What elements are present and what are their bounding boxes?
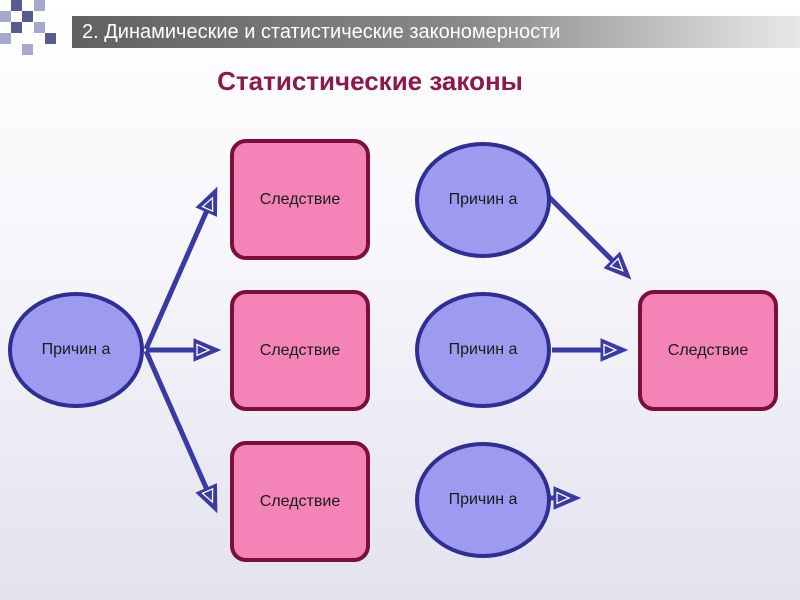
cause-label-right-bottom: Причин а bbox=[448, 491, 518, 508]
arrow-cause-to-effect-top bbox=[143, 186, 218, 351]
effect-label-right: Следствие bbox=[667, 341, 749, 359]
effect-box-middle bbox=[230, 290, 370, 411]
slide-section-title: 2. Динамические и статистические законом… bbox=[82, 21, 561, 43]
cause-ellipse-right-top bbox=[415, 142, 551, 258]
effect-label-top: Следствие bbox=[259, 190, 341, 208]
effect-label-middle: Следствие bbox=[259, 341, 341, 359]
cause-label-right-middle: Причин а bbox=[448, 341, 518, 358]
slide-heading: Статистические законы bbox=[217, 66, 523, 96]
arrow-cause-top-to-effect bbox=[546, 194, 632, 280]
logo bbox=[0, 0, 70, 60]
cause-ellipse-left bbox=[8, 292, 144, 408]
cause-ellipse-right-bottom bbox=[415, 442, 551, 558]
effect-box-top bbox=[230, 139, 370, 260]
cause-label-right-top: Причин а bbox=[448, 191, 518, 208]
effect-box-bottom bbox=[230, 441, 370, 562]
arrow-cause-to-effect-bottom bbox=[143, 349, 218, 514]
title-bar: 2. Динамические и статистические законом… bbox=[72, 16, 800, 48]
effect-label-bottom: Следствие bbox=[259, 492, 341, 510]
cause-label-left: Причин а bbox=[41, 341, 111, 358]
effect-box-right bbox=[638, 290, 778, 411]
cause-ellipse-right-middle bbox=[415, 292, 551, 408]
